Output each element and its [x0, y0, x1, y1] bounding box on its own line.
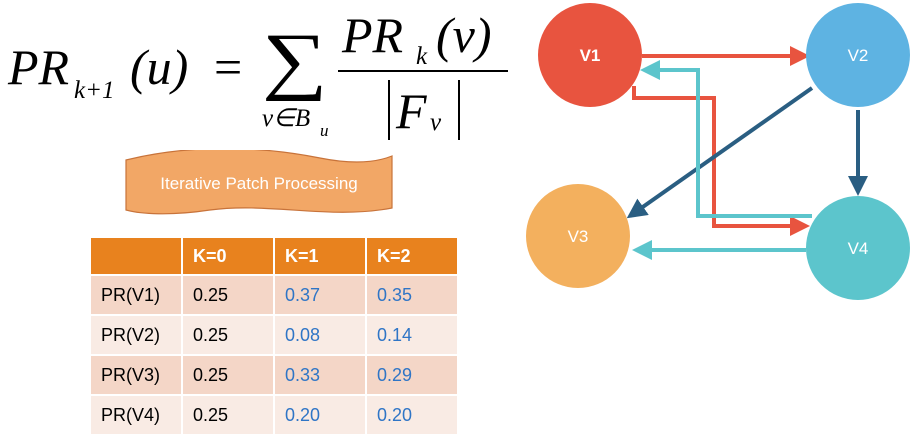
value-cell: 0.29: [366, 355, 459, 396]
value-cell: 0.25: [182, 355, 275, 396]
edge-v4-v1: [640, 60, 812, 218]
iterative-processing-banner: Iterative Patch Processing: [120, 147, 398, 218]
value-cell: 0.14: [366, 315, 459, 356]
formula-sum-symbol: ∑: [262, 17, 328, 102]
value-cell: 0.35: [366, 275, 459, 316]
header-cell: [91, 238, 183, 276]
value-cell: 0.20: [274, 395, 367, 436]
value-cell: 0.33: [274, 355, 367, 396]
table-row: PR(V3) 0.25 0.33 0.29: [91, 355, 459, 396]
formula-lhs-argument: (u): [130, 39, 189, 95]
row-label: PR(V3): [91, 355, 183, 396]
row-label: PR(V2): [91, 315, 183, 356]
fraction-bar: [338, 70, 508, 72]
value-cell: 0.25: [182, 315, 275, 356]
table-row: PR(V1) 0.25 0.37 0.35: [91, 275, 459, 316]
table-header-row: K=0 K=1 K=2: [91, 238, 459, 276]
header-cell: K=2: [366, 238, 459, 276]
node-label: V2: [848, 46, 869, 65]
formula-numerator-subscript: k: [416, 43, 428, 70]
formula-denominator: F: [396, 83, 427, 139]
pagerank-formula: PR k+1 (u) = ∑ v∈B u PR k (v) F v: [0, 0, 520, 150]
pagerank-table: K=0 K=1 K=2 PR(V1) 0.25 0.37 0.35 PR(V2)…: [91, 238, 459, 436]
header-cell: K=1: [274, 238, 367, 276]
abs-bar-right: [458, 80, 460, 140]
table-row: PR(V2) 0.25 0.08 0.14: [91, 315, 459, 356]
node-label: V1: [580, 46, 601, 65]
abs-bar-left: [388, 80, 390, 140]
formula-equals: =: [214, 39, 243, 95]
value-cell: 0.20: [366, 395, 459, 436]
graph-diagram: V1 V2 V3 V4: [526, 3, 910, 300]
node-label: V4: [848, 239, 869, 258]
edge-v2-v3: [626, 86, 814, 219]
node-v1: V1: [538, 3, 642, 107]
node-v3: V3: [526, 184, 630, 288]
banner-label: Iterative Patch Processing: [160, 174, 358, 193]
value-cell: 0.37: [274, 275, 367, 316]
value-cell: 0.25: [182, 395, 275, 436]
formula-lhs: PR: [8, 39, 70, 95]
formula-sum-index-subscript: u: [320, 121, 329, 140]
node-label: V3: [568, 227, 589, 246]
formula-sum-index: v∈B: [262, 105, 311, 132]
value-cell: 0.08: [274, 315, 367, 356]
node-v2: V2: [806, 3, 910, 107]
row-label: PR(V1): [91, 275, 183, 316]
formula-denominator-subscript: v: [430, 109, 442, 136]
value-cell: 0.25: [182, 275, 275, 316]
node-v4: V4: [806, 196, 910, 300]
edge-v1-v4: [632, 86, 810, 236]
formula-numerator: PR: [342, 7, 404, 63]
formula-numerator-argument: (v): [436, 7, 492, 63]
row-label: PR(V4): [91, 395, 183, 436]
table-row: PR(V4) 0.25 0.20 0.20: [91, 395, 459, 436]
formula-lhs-subscript: k+1: [74, 77, 115, 104]
header-cell: K=0: [182, 238, 275, 276]
